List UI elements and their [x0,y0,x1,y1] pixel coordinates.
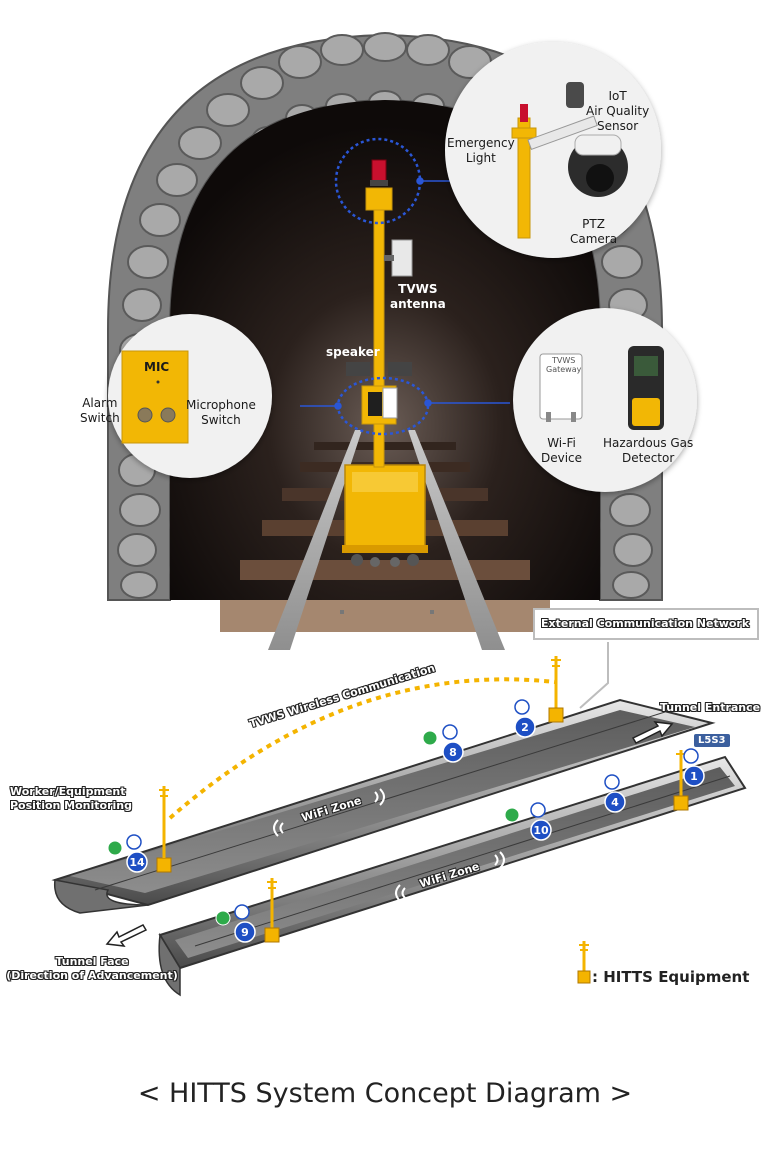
external-link [579,642,609,709]
marker-number: 1 [690,770,698,783]
marker-number: 14 [129,856,145,869]
ptz-camera-label: PTZ Camera [570,217,618,246]
camera-pin-icon [514,699,530,715]
wifi-zone-icons [273,788,505,902]
arrows [105,721,674,947]
gas-sensor-pin-icon [215,910,231,926]
gas-detector-label: Hazardous Gas Detector [603,436,694,465]
gas-sensor-pin-icon [107,840,123,856]
tvws-gateway-label: TVWS Gateway [546,356,582,374]
position-marker-14: 14 [126,834,148,873]
wifi-device-label: Wi-Fi Device [541,436,583,465]
position-marker-2: 2 [514,699,536,738]
position-marker-4: 4 [604,774,626,813]
mic-label: MIC [144,360,170,374]
legend-label: : HITTS Equipment [592,968,750,986]
tunnel-pipe-lower [158,755,747,997]
alarm-switch-label: Alarm Switch [80,396,120,425]
zoom-circle-top [445,42,661,258]
zoom-circle-left [108,314,272,478]
marker-number: 4 [611,796,619,809]
microphone-switch-label: Microphone Switch [186,398,256,427]
speaker-label: speaker [326,345,380,359]
iot-sensor-label: IoT Air Quality Sensor [586,89,650,133]
railway-track [220,430,550,650]
hitts-equipment-icons [156,656,689,984]
tunnel-face-label: Tunnel Face (Direction of Advancement) [6,955,178,982]
marker-layer: 14 8 2 1 9 10 4 [107,699,705,943]
position-marker-1: 1 [683,748,705,787]
position-marker-8: 8 [442,724,464,763]
position-marker-9: 9 [234,904,256,943]
camera-pin-icon [126,834,142,850]
tvws-link [168,677,556,820]
emergency-light-label: Emergency Light [447,136,515,165]
camera-pin-icon [530,802,546,818]
marker-number: 2 [521,721,529,734]
marker-number: 10 [533,824,549,837]
marker-number: 8 [449,746,457,759]
gas-sensor-pin-icon [504,807,520,823]
camera-pin-icon [234,904,250,920]
tunnel-entrance-label: Tunnel Entrance [660,701,761,714]
camera-pin-icon [604,774,620,790]
worker-monitoring-label: Worker/Equipment Position Monitoring [10,785,133,812]
hitts-tower [342,159,428,567]
camera-pin-icon [683,748,699,764]
camera-pin-icon [442,724,458,740]
zoom-circle-right [513,308,697,492]
diagram-caption: < HITTS System Concept Diagram > [137,1078,633,1109]
gas-sensor-pin-icon [422,730,438,746]
external-network-label: External Communication Network [541,617,750,630]
connector-lines [300,177,510,410]
tvws-antenna-label: TVWS antenna [390,282,446,311]
position-marker-10: 10 [530,802,552,841]
marker-number: 9 [241,926,249,939]
l5s3-badge: L5S3 [694,734,730,747]
external-network-box [533,608,759,640]
